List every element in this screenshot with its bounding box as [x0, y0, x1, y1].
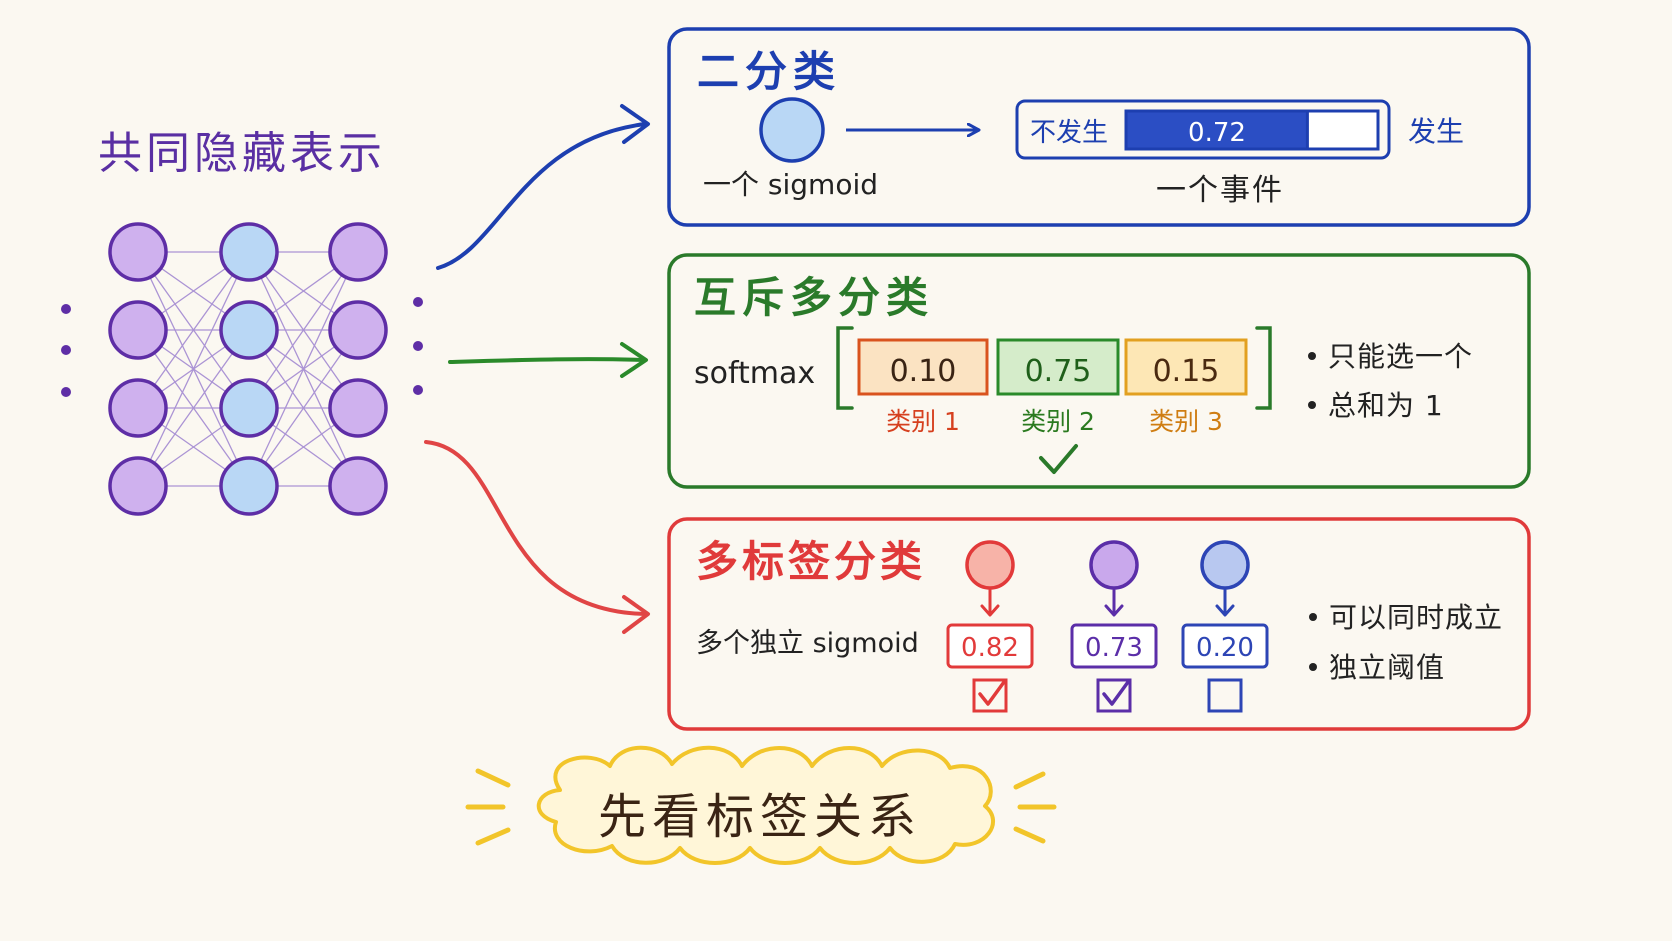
label-column: 0.73	[1070, 540, 1158, 713]
sparkle-lines-right	[1013, 771, 1057, 844]
network-node	[219, 222, 279, 282]
network-node	[108, 378, 168, 438]
class-label: 类别 2	[1021, 407, 1095, 436]
softmax-label: softmax	[694, 356, 815, 391]
sparkle-lines-left	[465, 768, 511, 846]
arrow-to-multiclass	[448, 357, 647, 364]
multiclass-panel-frame	[667, 253, 1531, 489]
label-probability-value: 0.82	[961, 633, 1019, 663]
multilabel-panel-frame	[667, 517, 1531, 731]
label-columns: 0.82 0.73 0.20	[946, 540, 1269, 713]
label-column: 0.20	[1181, 540, 1269, 713]
multiclass-title: 互斥多分类	[694, 273, 934, 322]
label-probability-box	[1070, 623, 1158, 669]
bar-caption: 一个事件	[1156, 173, 1284, 208]
cloud-shape	[536, 745, 996, 865]
class-probability-box	[857, 338, 989, 396]
down-arrow-head	[1104, 604, 1124, 617]
network-node	[328, 300, 388, 360]
network-connections	[137, 251, 359, 487]
class-probability-value: 0.10	[890, 354, 957, 389]
unchecked-box-icon	[1207, 678, 1243, 713]
bar-value: 0.72	[1188, 118, 1246, 148]
probability-bar-fill	[1124, 109, 1309, 151]
label-sigmoid-node	[1200, 540, 1250, 590]
class-boxes: 0.10 类别 1 0.75 类别 2 0.15 类别 3	[857, 338, 1248, 436]
shared-network: 共同隐藏表示	[61, 128, 423, 516]
bar-right-label: 发生	[1408, 115, 1464, 148]
checkmark-icon	[1102, 680, 1130, 706]
class-label: 类别 1	[886, 407, 960, 436]
multilabel-panel: 多标签分类 多个独立 sigmoid 0.82 0.73 0.20 可以同时成立 独…	[667, 517, 1531, 731]
arrow-to-multilabel	[424, 440, 647, 616]
checked-box-icon	[1096, 678, 1132, 713]
network-node	[219, 378, 279, 438]
multilabel-sigmoid-label: 多个独立 sigmoid	[696, 628, 919, 659]
network-node	[328, 378, 388, 438]
ellipsis-dots-left	[61, 304, 71, 397]
bracket-right	[1255, 326, 1272, 410]
network-node	[328, 456, 388, 516]
multilabel-note: 可以同时成立	[1329, 601, 1503, 634]
bullet-icon	[1309, 663, 1317, 671]
multiclass-note: 只能选一个	[1328, 340, 1473, 373]
class-probability-box	[1124, 338, 1248, 396]
class-label: 类别 3	[1149, 407, 1223, 436]
binary-title: 二分类	[697, 47, 841, 96]
class-probability-value: 0.15	[1153, 354, 1220, 389]
multilabel-title: 多标签分类	[696, 537, 926, 586]
class-item: 0.10 类别 1	[857, 338, 989, 436]
selected-check-icon	[1039, 444, 1078, 474]
ellipsis-dots-right	[413, 297, 423, 395]
bar-left-label: 不发生	[1030, 118, 1108, 148]
label-probability-value: 0.20	[1196, 633, 1254, 663]
checked-box-icon	[972, 678, 1008, 713]
label-sigmoid-node	[965, 540, 1015, 590]
network-title: 共同隐藏表示	[98, 128, 386, 179]
multiclass-note: 总和为 1	[1328, 389, 1444, 422]
class-probability-box	[996, 338, 1120, 396]
network-node	[219, 456, 279, 516]
label-sigmoid-node	[1089, 540, 1139, 590]
class-item: 0.15 类别 3	[1124, 338, 1248, 436]
network-hidden-layer	[219, 222, 279, 516]
multiclass-panel: 互斥多分类 softmax 0.10 类别 1 0.75 类别 2 0.15 类别 3 只…	[667, 253, 1531, 489]
network-output-layer	[328, 222, 388, 516]
binary-panel-frame	[667, 27, 1531, 227]
label-probability-box	[1181, 623, 1269, 669]
network-node	[328, 222, 388, 282]
binary-sigmoid-label: 一个 sigmoid	[703, 168, 878, 201]
arrow-to-binary	[436, 122, 647, 270]
class-probability-value: 0.75	[1025, 354, 1092, 389]
label-probability-value: 0.73	[1085, 633, 1143, 663]
bullet-icon	[1308, 401, 1316, 409]
binary-panel: 二分类 一个 sigmoid 不发生 0.72 发生 一个事件	[667, 27, 1531, 227]
probability-bar-outer	[1015, 99, 1391, 160]
footer-label: 先看标签关系	[598, 789, 922, 845]
branch-arrows	[424, 104, 650, 634]
down-arrow-head	[1215, 604, 1235, 617]
footer-callout: 先看标签关系	[465, 745, 1057, 865]
bullet-icon	[1309, 613, 1317, 621]
class-item: 0.75 类别 2	[996, 338, 1120, 436]
network-node	[108, 456, 168, 516]
down-arrow-head	[980, 604, 1000, 617]
label-column: 0.82	[946, 540, 1034, 713]
sigmoid-node	[759, 97, 825, 163]
bracket-left	[836, 326, 854, 410]
multilabel-note: 独立阈值	[1329, 651, 1445, 684]
network-node	[108, 300, 168, 360]
network-node	[219, 300, 279, 360]
bullet-icon	[1308, 352, 1316, 360]
network-input-layer	[108, 222, 168, 516]
checkmark-icon	[978, 680, 1006, 706]
network-node	[108, 222, 168, 282]
label-probability-box	[946, 623, 1034, 669]
